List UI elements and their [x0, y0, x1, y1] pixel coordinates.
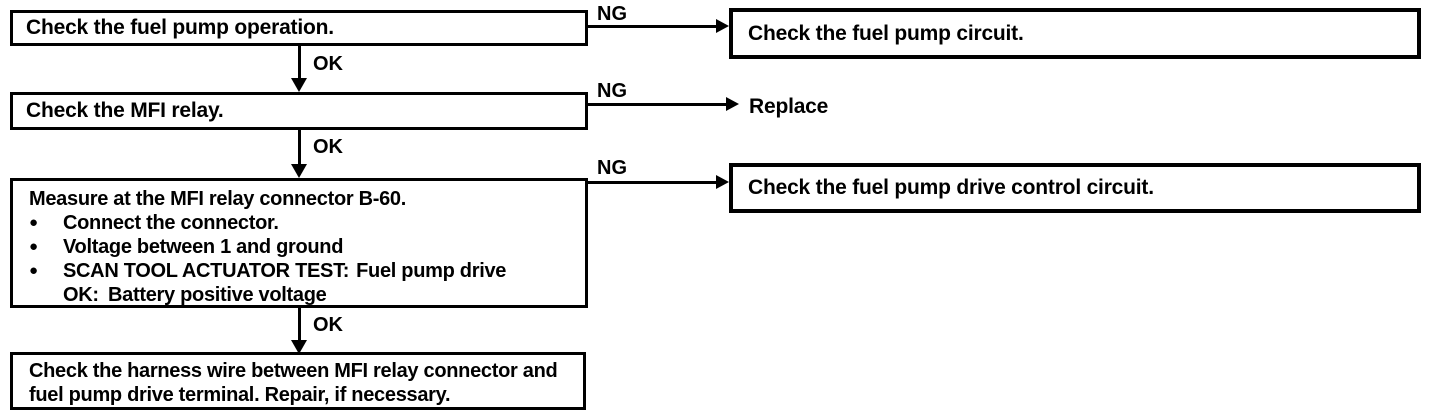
- step4-text-line1: Check the harness wire between MFI relay…: [29, 360, 558, 382]
- step2-text: Check the MFI relay.: [26, 99, 224, 122]
- step4-box: Check the harness wire between MFI relay…: [10, 352, 586, 410]
- ng2-connector-line: [588, 103, 726, 106]
- step4-text-line2: fuel pump drive terminal. Repair, if nec…: [29, 384, 451, 406]
- ok3-connector-line: [298, 308, 301, 340]
- step1-box: Check the fuel pump operation.: [10, 10, 588, 46]
- step3-bullet-row-1: ● Connect the connector.: [29, 211, 577, 235]
- ok3-label: OK: [313, 314, 343, 336]
- bullet-icon: ●: [29, 262, 38, 279]
- bullet-icon: ●: [29, 214, 38, 231]
- step3-bullet-row-3: ● SCAN TOOL ACTUATOR TEST: Fuel pump dri…: [29, 259, 577, 283]
- step2-ng-action-text: Replace: [749, 95, 829, 118]
- step3-ok-condition-row: OK: Battery positive voltage: [63, 283, 577, 307]
- step3-ok-condition-label: OK:: [63, 284, 99, 306]
- ng3-connector-line: [588, 181, 718, 184]
- step3-ng-action-box: Check the fuel pump drive control circui…: [729, 163, 1421, 213]
- step1-ng-action-text: Check the fuel pump circuit.: [748, 21, 1024, 45]
- step3-box: Measure at the MFI relay connector B-60.…: [10, 178, 588, 308]
- step1-ng-action-box: Check the fuel pump circuit.: [729, 8, 1421, 59]
- ok2-connector-line: [298, 130, 301, 164]
- step3-bullet-row-2: ● Voltage between 1 and ground: [29, 235, 577, 259]
- step3-bullet3-value: Fuel pump drive: [356, 260, 507, 282]
- step3-bullet1-text: Connect the connector.: [63, 212, 279, 234]
- ng2-arrowhead-icon: [726, 97, 739, 111]
- step3-ok-condition-value: Battery positive voltage: [108, 284, 327, 306]
- ng3-label: NG: [597, 157, 627, 179]
- ok2-arrowhead-icon: [291, 164, 307, 178]
- ng1-arrowhead-icon: [716, 19, 729, 33]
- ng1-connector-line: [588, 25, 718, 28]
- ng2-label: NG: [597, 80, 627, 102]
- bullet-icon: ●: [29, 238, 38, 255]
- step2-box: Check the MFI relay.: [10, 92, 588, 130]
- ng1-label: NG: [597, 3, 627, 25]
- step1-text: Check the fuel pump operation.: [26, 16, 334, 39]
- step3-bullet3-label: SCAN TOOL ACTUATOR TEST:: [63, 260, 350, 282]
- ok3-arrowhead-icon: [291, 340, 307, 354]
- ok1-arrowhead-icon: [291, 78, 307, 92]
- ok1-label: OK: [313, 53, 343, 75]
- step3-bullet2-text: Voltage between 1 and ground: [63, 236, 344, 258]
- step3-title: Measure at the MFI relay connector B-60.: [29, 188, 407, 210]
- ok2-label: OK: [313, 136, 343, 158]
- ng3-arrowhead-icon: [716, 175, 729, 189]
- ok1-connector-line: [298, 46, 301, 80]
- step3-ng-action-text: Check the fuel pump drive control circui…: [748, 176, 1154, 199]
